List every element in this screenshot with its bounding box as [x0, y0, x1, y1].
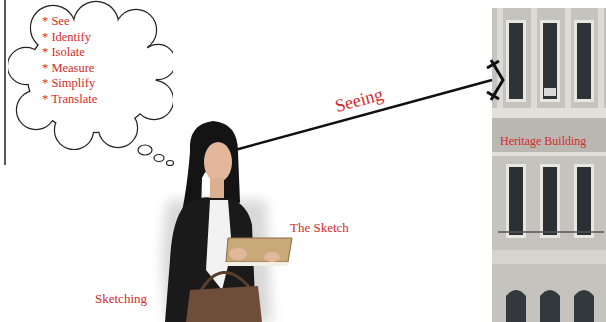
thought-cloud: * See* Identify* Isolate* Measure* Simpl… [8, 0, 173, 150]
sight-line [235, 80, 492, 150]
thought-item: * Measure [42, 61, 94, 76]
figure-label: Sketching [95, 291, 147, 307]
thought-item: * Simplify [42, 76, 95, 91]
thought-item: * See [42, 14, 69, 29]
thought-dot [138, 145, 152, 155]
thought-dot [154, 155, 164, 162]
cloud-outline [8, 0, 173, 150]
thought-item: * Translate [42, 92, 97, 107]
thought-item: * Identify [42, 30, 91, 45]
margin-line [4, 0, 6, 165]
figure-caption: The Sketch [290, 220, 349, 236]
thought-dot [167, 161, 174, 166]
thought-item: * Isolate [42, 45, 85, 60]
edge-label: Seeing [333, 83, 386, 115]
woman-figure [162, 121, 292, 322]
building-label: Heritage Building [500, 134, 586, 149]
sketcher-figure: Sketching [90, 135, 235, 322]
viewing-bracket [487, 60, 503, 100]
heritage-building: Heritage Building [492, 8, 606, 322]
building-facade [492, 8, 606, 322]
